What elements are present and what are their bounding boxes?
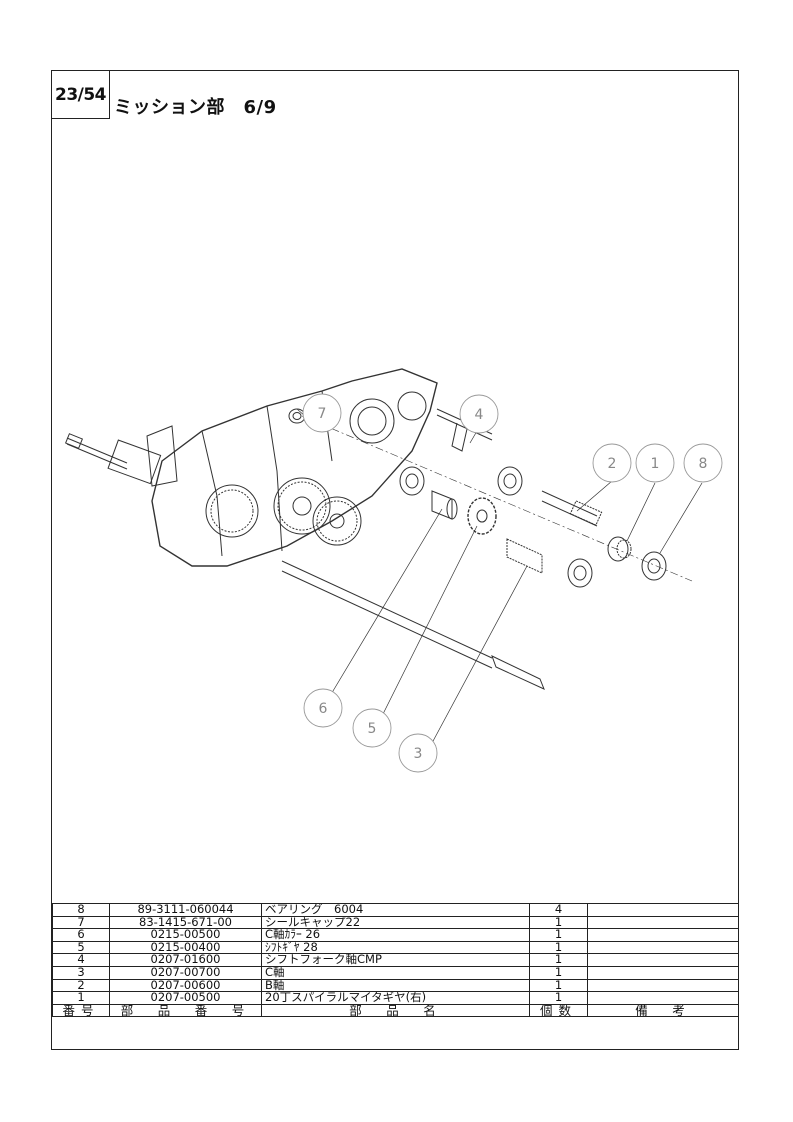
- cell-part-number: 89-3111-060044: [109, 903, 262, 917]
- bearing-c: [567, 558, 593, 588]
- cell-part-number: 0207-01600: [109, 953, 262, 967]
- page-title: ミッション部 6/9: [114, 97, 277, 118]
- callout-1-label: 1: [651, 456, 660, 472]
- cell-no: 2: [52, 978, 110, 993]
- callout-6: [303, 688, 343, 728]
- header-part-number: 部 品 番 号: [109, 1003, 262, 1018]
- callout-2-label: 2: [608, 456, 617, 472]
- cell-remarks: [587, 953, 739, 967]
- callout-8-label: 8: [699, 456, 708, 472]
- callout-7: [302, 393, 342, 433]
- cell-part-name: ベアリング 6004: [261, 903, 530, 917]
- callout-2: [592, 443, 632, 483]
- callout-circles: [302, 393, 723, 773]
- callout-1: [635, 443, 675, 483]
- gear-small: [205, 484, 259, 538]
- cell-part-name: シールキャップ22: [261, 915, 530, 930]
- miter-gear: [607, 536, 629, 562]
- bearing-b: [497, 466, 523, 496]
- cell-no: 4: [52, 953, 110, 967]
- cell-part-name: ｼﾌﾄｷﾞﾔ 28: [261, 940, 530, 955]
- cell-qty: 1: [529, 915, 588, 930]
- cell-no: 1: [52, 991, 110, 1005]
- b-shaft: [541, 490, 598, 527]
- header-remarks: 備 考: [587, 1003, 739, 1018]
- cell-no: 7: [52, 915, 110, 930]
- cell-part-number: 0215-00500: [109, 928, 262, 942]
- cell-no: 6: [52, 928, 110, 942]
- housing-outline: [151, 368, 438, 567]
- output-shaft: [281, 560, 493, 669]
- exploded-view-diagram: 7 4 2 1 8 6 5 3: [64, 368, 723, 773]
- page-number: 23/54: [52, 71, 110, 119]
- cell-qty: 1: [529, 991, 588, 1005]
- callout-4: [459, 394, 499, 434]
- cell-remarks: [587, 991, 739, 1005]
- gear-mid: [312, 496, 362, 546]
- axle-shaft: [66, 437, 128, 470]
- cell-part-name: シフトフォーク軸CMP: [261, 953, 530, 967]
- cell-part-number: 0207-00700: [109, 965, 262, 980]
- callout-5: [352, 708, 392, 748]
- cell-part-number: 83-1415-671-00: [109, 915, 262, 930]
- table-header-row: 番号部 品 番 号部 品 名個数備 考: [52, 1003, 739, 1018]
- collar: [431, 490, 453, 520]
- drawing-frame: 23/54 ミッション部 6/9: [51, 70, 739, 1050]
- callout-3-label: 3: [414, 746, 423, 762]
- cell-part-name: B軸: [261, 978, 530, 993]
- cell-part-number: 0215-00400: [109, 940, 262, 955]
- cell-part-name: C軸ｶﾗｰ 26: [261, 928, 530, 942]
- header-part-name: 部 品 名: [261, 1003, 530, 1018]
- cell-qty: 1: [529, 965, 588, 980]
- c-shaft-spline: [506, 538, 543, 574]
- cell-qty: 1: [529, 978, 588, 993]
- cell-remarks: [587, 903, 739, 917]
- cell-part-number: 0207-00600: [109, 978, 262, 993]
- cell-qty: 1: [529, 940, 588, 955]
- cell-part-number: 0207-00500: [109, 991, 262, 1005]
- cell-part-name: 20丁スパイラルマイタギヤ(右): [261, 991, 530, 1005]
- callout-5-label: 5: [368, 721, 377, 737]
- cell-remarks: [587, 940, 739, 955]
- callout-7-label: 7: [318, 406, 327, 422]
- bearing-a: [399, 466, 425, 496]
- cell-remarks: [587, 928, 739, 942]
- bearing-d: [641, 551, 667, 581]
- header-no: 番号: [52, 1003, 110, 1018]
- cell-qty: 1: [529, 953, 588, 967]
- callout-6-label: 6: [319, 701, 328, 717]
- callout-8: [683, 443, 723, 483]
- cell-qty: 4: [529, 903, 588, 917]
- gear-large: [273, 477, 331, 535]
- callout-3: [398, 733, 438, 773]
- cell-no: 8: [52, 903, 110, 917]
- cell-remarks: [587, 978, 739, 993]
- cell-part-name: C軸: [261, 965, 530, 980]
- cell-remarks: [587, 965, 739, 980]
- cell-qty: 1: [529, 928, 588, 942]
- callout-4-label: 4: [475, 407, 484, 423]
- header-qty: 個数: [529, 1003, 588, 1018]
- shift-gear: [467, 497, 497, 535]
- cell-remarks: [587, 915, 739, 930]
- cell-no: 5: [52, 940, 110, 955]
- cell-no: 3: [52, 965, 110, 980]
